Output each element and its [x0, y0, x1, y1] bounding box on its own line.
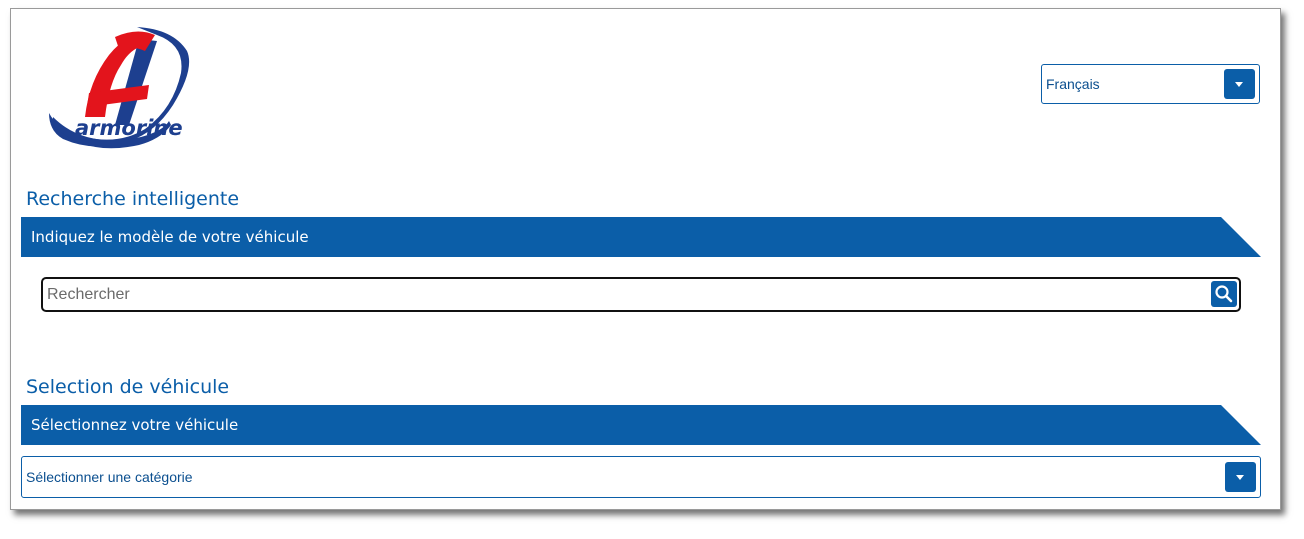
search-box: [41, 277, 1241, 312]
banner-shape: [21, 405, 1261, 445]
language-select-value: Français: [1046, 76, 1100, 92]
armorine-logo[interactable]: armorine: [45, 21, 195, 149]
chevron-down-icon: [1235, 82, 1243, 87]
language-dropdown-button[interactable]: [1224, 69, 1255, 99]
chevron-down-icon: [1236, 475, 1244, 480]
smart-search-banner: Indiquez le modèle de votre véhicule: [21, 217, 1261, 257]
category-select[interactable]: Sélectionner une catégorie: [21, 456, 1261, 498]
search-button[interactable]: [1211, 281, 1237, 307]
armorine-logo-icon: armorine: [49, 27, 190, 149]
svg-text:armorine: armorine: [75, 116, 183, 140]
smart-search-banner-text: Indiquez le modèle de votre véhicule: [31, 228, 309, 246]
language-select[interactable]: Français: [1041, 64, 1260, 104]
vehicle-selection-title: Selection de véhicule: [26, 376, 230, 398]
search-input[interactable]: [47, 279, 1197, 310]
vehicle-selection-banner: Sélectionnez votre véhicule: [21, 405, 1261, 445]
category-dropdown-button[interactable]: [1225, 462, 1256, 492]
category-select-value: Sélectionner une catégorie: [26, 469, 193, 485]
page-frame: armorine Français Recherche intelligente…: [10, 8, 1281, 510]
banner-shape: [21, 217, 1261, 257]
vehicle-selection-banner-text: Sélectionnez votre véhicule: [31, 416, 239, 434]
search-icon: [1215, 285, 1233, 303]
smart-search-title: Recherche intelligente: [26, 188, 240, 210]
